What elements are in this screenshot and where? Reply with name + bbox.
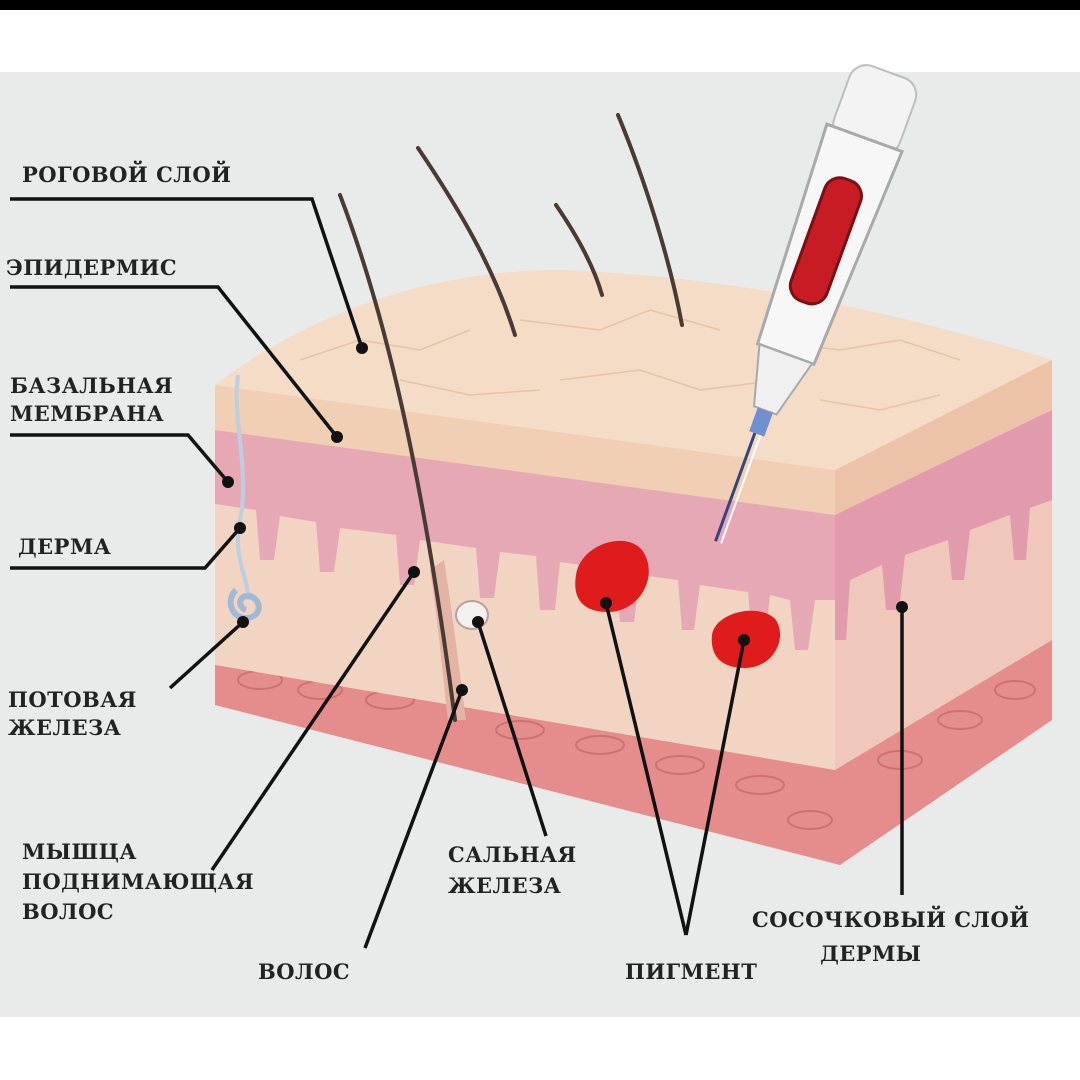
label-papillary-layer-line-2: ДЕРМЫ bbox=[820, 941, 922, 966]
top-border bbox=[0, 0, 1080, 10]
label-sweat-gland-line-1: ПОТОВАЯ bbox=[8, 687, 137, 712]
label-sweat-gland: ПОТОВАЯ ЖЕЛЕЗА bbox=[8, 686, 137, 742]
label-sebaceous-gland-line-2: ЖЕЛЕЗА bbox=[448, 873, 562, 898]
label-arrector-muscle: МЫШЦА ПОДНИМАЮЩАЯ ВОЛОС bbox=[22, 837, 254, 927]
label-hair: ВОЛОС bbox=[258, 959, 351, 984]
label-sebaceous-gland: САЛЬНАЯ ЖЕЛЕЗА bbox=[448, 839, 577, 901]
label-basal-membrane-line-2: МЕМБРАНА bbox=[10, 401, 165, 426]
sweat-gland-duct bbox=[234, 374, 251, 601]
epidermis-texture bbox=[299, 309, 961, 411]
epidermis-side bbox=[835, 360, 1052, 515]
basal-membrane-side bbox=[835, 410, 1052, 640]
epidermis-front bbox=[215, 385, 835, 515]
label-sebaceous-gland-line-1: САЛЬНАЯ bbox=[448, 842, 577, 867]
dermis-side bbox=[835, 450, 1052, 770]
label-papillary-layer: СОСОЧКОВЫЙ СЛОЙ ДЕРМЫ bbox=[752, 903, 1030, 971]
label-arrector-muscle-line-1: МЫШЦА bbox=[22, 839, 138, 864]
sweat-gland-coil bbox=[227, 587, 262, 622]
epidermis-top bbox=[215, 270, 1052, 470]
label-epidermis: ЭПИДЕРМИС bbox=[6, 255, 178, 280]
label-arrector-muscle-line-3: ВОЛОС bbox=[22, 899, 115, 924]
tattoo-machine-icon bbox=[714, 64, 918, 544]
label-pigment: ПИГМЕНТ bbox=[625, 959, 758, 984]
basal-membrane-layer bbox=[215, 425, 835, 650]
hair-icon bbox=[616, 113, 684, 327]
label-basal-membrane-line-1: БАЗАЛЬНАЯ bbox=[10, 373, 174, 398]
label-stratum-corneum: РОГОВОЙ СЛОЙ bbox=[22, 162, 232, 187]
pigment-dot-icon bbox=[575, 540, 649, 612]
hair-icon bbox=[554, 203, 604, 297]
label-basal-membrane: БАЗАЛЬНАЯ МЕМБРАНА bbox=[10, 372, 173, 428]
leader-endpoints bbox=[222, 342, 908, 696]
hair-icon bbox=[416, 146, 517, 337]
label-arrector-muscle-line-2: ПОДНИМАЮЩАЯ bbox=[22, 869, 255, 894]
label-sweat-gland-line-2: ЖЕЛЕЗА bbox=[8, 715, 122, 740]
label-dermis: ДЕРМА bbox=[18, 534, 112, 559]
leader-lines bbox=[10, 197, 904, 949]
label-papillary-layer-line-1: СОСОЧКОВЫЙ СЛОЙ bbox=[752, 907, 1030, 932]
hair-shafts bbox=[338, 113, 684, 722]
hair-icon bbox=[338, 193, 457, 722]
